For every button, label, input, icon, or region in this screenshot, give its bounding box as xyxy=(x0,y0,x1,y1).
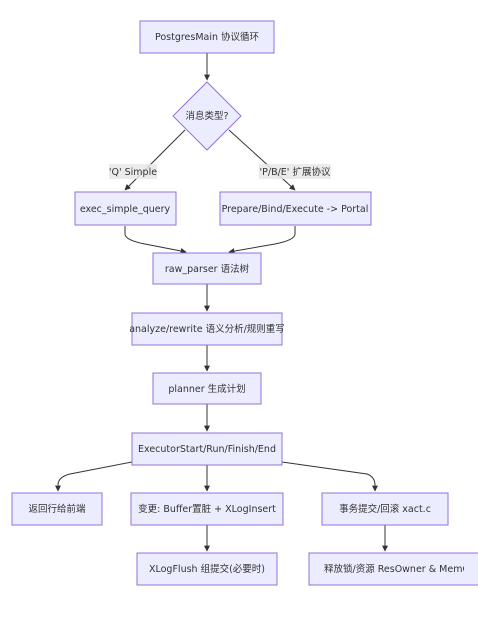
node-decision: 消息类型? xyxy=(172,81,242,151)
node-release-label: 释放锁/资源 ResOwner & MemContext xyxy=(324,563,478,575)
node-extended: Prepare/Bind/Execute -> Portal xyxy=(219,191,372,226)
node-executor: ExecutorStart/Run/Finish/End xyxy=(131,432,283,466)
node-planner: planner 生成计划 xyxy=(152,372,262,405)
node-txn-label: 事务提交/回滚 xact.c xyxy=(339,503,431,515)
node-release: 释放锁/资源 ResOwner & MemContext xyxy=(308,552,478,586)
node-change: 变更: Buffer置脏 + XLogInsert xyxy=(130,492,284,526)
node-flush-label: XLogFlush 组提交(必要时) xyxy=(149,563,265,575)
node-return: 返回行给前端 xyxy=(11,492,103,526)
node-main: PostgresMain 协议循环 xyxy=(139,20,275,54)
node-analyze-label: analyze/rewrite 语义分析/规则重写 xyxy=(129,323,285,335)
node-simple-label: exec_simple_query xyxy=(80,204,171,215)
node-flush: XLogFlush 组提交(必要时) xyxy=(136,552,278,586)
node-decision-label: 消息类型? xyxy=(185,110,228,122)
node-change-label: 变更: Buffer置脏 + XLogInsert xyxy=(138,503,276,515)
edge-extended-to-parser xyxy=(228,226,296,255)
edge-label-simple-text: 'Q' Simple xyxy=(109,167,157,178)
edge-simple-to-parser xyxy=(124,226,187,254)
node-parser: raw_parser 语法树 xyxy=(152,252,262,285)
edge-label-simple: 'Q' Simple xyxy=(109,164,157,179)
node-extended-label: Prepare/Bind/Execute -> Portal xyxy=(222,204,369,215)
edges xyxy=(55,53,388,552)
node-main-label: PostgresMain 协议循环 xyxy=(155,31,259,43)
node-txn: 事务提交/回滚 xact.c xyxy=(321,492,449,526)
node-return-label: 返回行给前端 xyxy=(28,503,86,515)
node-simple: exec_simple_query xyxy=(74,191,177,226)
edge-decision-to-extended xyxy=(228,129,296,191)
edge-executor-to-txn xyxy=(281,461,378,492)
node-executor-label: ExecutorStart/Run/Finish/End xyxy=(138,444,276,455)
edge-label-extended-text: 'P/B/E' 扩展协议 xyxy=(260,166,331,178)
node-parser-label: raw_parser 语法树 xyxy=(165,263,250,275)
edge-label-extended: 'P/B/E' 扩展协议 xyxy=(259,164,331,179)
edge-executor-to-return xyxy=(55,461,133,492)
node-analyze: analyze/rewrite 语义分析/规则重写 xyxy=(129,312,285,346)
node-planner-label: planner 生成计划 xyxy=(168,383,245,395)
edge-decision-to-simple xyxy=(124,129,186,191)
